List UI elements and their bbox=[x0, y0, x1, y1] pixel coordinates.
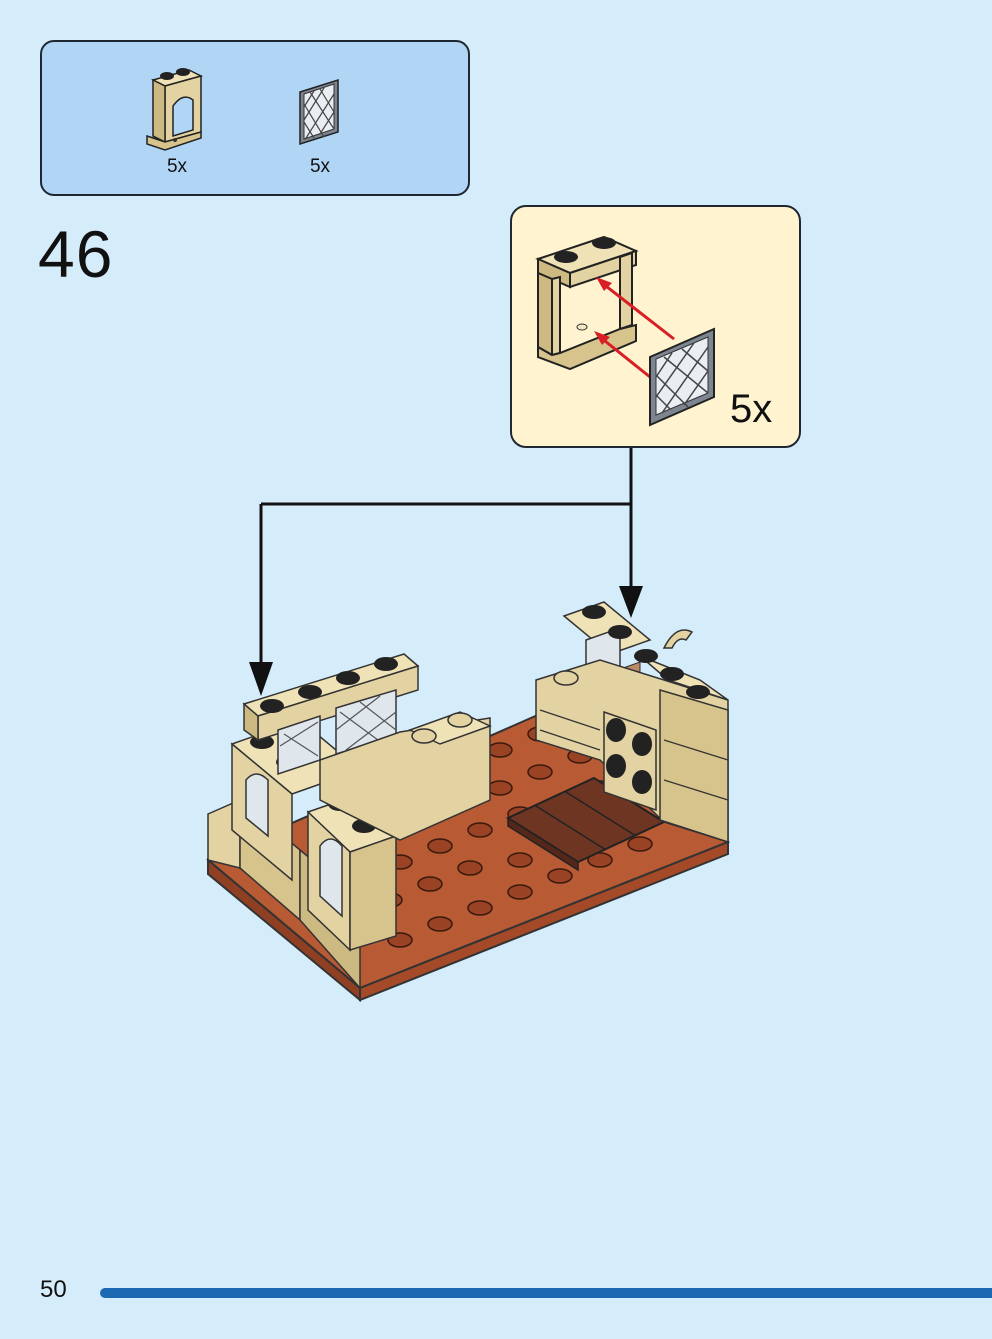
lattice-glass-pane-icon bbox=[299, 78, 339, 146]
step-number: 46 bbox=[38, 217, 114, 291]
back-wall bbox=[242, 653, 492, 841]
sub-assembly-illustration bbox=[535, 235, 715, 427]
callout-quantity: 5x bbox=[730, 387, 773, 431]
right-wall bbox=[535, 601, 729, 844]
part-quantity: 5x bbox=[166, 156, 188, 177]
part-quantity: 5x bbox=[309, 156, 331, 177]
part-glass-pane bbox=[275, 62, 365, 154]
page-progress-bar bbox=[100, 1288, 992, 1298]
parts-list-box: 5x 5x bbox=[40, 40, 470, 196]
red-arrow-icon bbox=[594, 277, 675, 379]
part-window-frame bbox=[132, 62, 222, 154]
arrow-down-icon bbox=[619, 586, 643, 618]
lattice-glass-pane-icon bbox=[649, 327, 715, 427]
arrow-down-icon bbox=[249, 662, 273, 696]
tan-window-frame-icon bbox=[146, 68, 204, 151]
tan-window-frame-icon bbox=[535, 235, 639, 371]
page-number: 50 bbox=[40, 1276, 67, 1303]
sub-assembly-callout: 5x bbox=[510, 205, 801, 448]
